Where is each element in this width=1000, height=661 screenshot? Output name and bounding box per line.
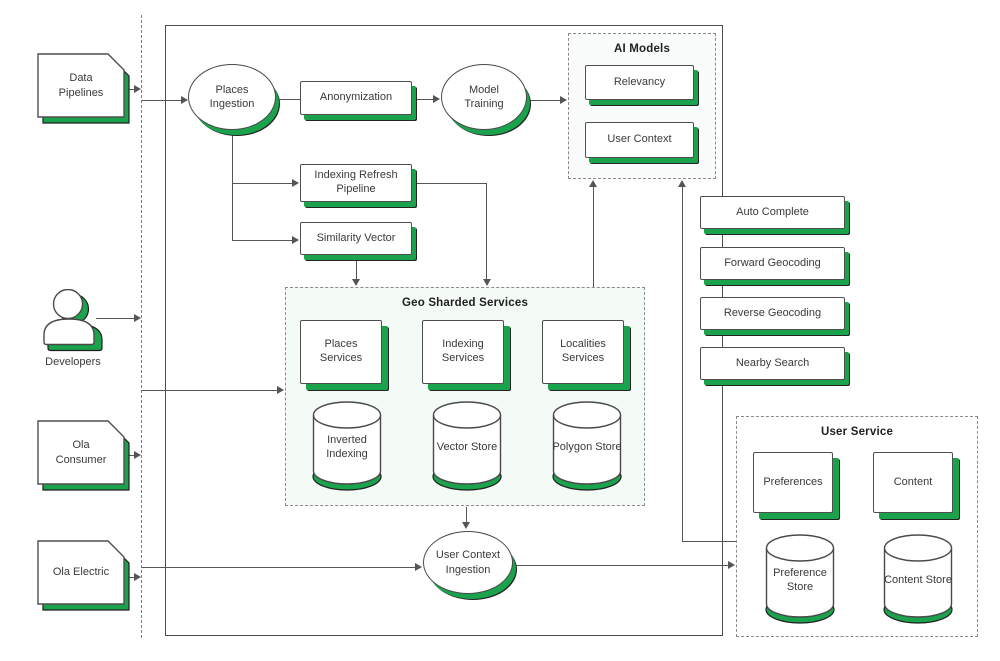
node-label: Places Ingestion bbox=[209, 83, 255, 110]
node-preferences: Preferences bbox=[753, 452, 833, 513]
arrowhead bbox=[433, 95, 440, 103]
node-inverted-indexing-store: Inverted Indexing bbox=[312, 401, 382, 496]
connector-developers-bus bbox=[96, 318, 135, 319]
node-label: Anonymization bbox=[319, 91, 393, 104]
arrowhead bbox=[462, 522, 470, 529]
node-similarity-vector: Similarity Vector bbox=[300, 222, 412, 255]
node-preference-store: Preference Store bbox=[765, 534, 835, 629]
connector-uci-user-service bbox=[513, 565, 729, 566]
connector-similarity-vector-down bbox=[356, 255, 357, 280]
cylinder-shape bbox=[883, 534, 953, 624]
connector-user-service-to-ai-models-horizontal bbox=[682, 541, 736, 542]
developers-icon bbox=[43, 288, 105, 356]
connector-bus-gss bbox=[142, 390, 278, 391]
card-shape bbox=[37, 540, 130, 611]
main-system-boundary bbox=[165, 25, 723, 636]
geo-sharded-services-title: Geo Sharded Services bbox=[401, 297, 529, 309]
node-label: Preferences bbox=[763, 475, 823, 488]
cylinder-shape bbox=[765, 534, 835, 624]
node-data-pipelines: Data Pipelines bbox=[37, 53, 135, 132]
node-reverse-geocoding: Reverse Geocoding bbox=[700, 297, 845, 330]
node-forward-geocoding: Forward Geocoding bbox=[700, 247, 845, 280]
arrowhead bbox=[292, 236, 299, 244]
arrowhead bbox=[292, 179, 299, 187]
arrowhead bbox=[352, 279, 360, 286]
node-vector-store: Vector Store bbox=[432, 401, 502, 496]
connector-to-indexing-refresh bbox=[232, 183, 293, 184]
connector-gss-uci bbox=[466, 507, 467, 523]
node-label: Places Services bbox=[319, 338, 363, 364]
node-user-context: User Context bbox=[585, 122, 694, 158]
node-label: Indexing Services bbox=[441, 338, 485, 364]
node-places-ingestion: Places Ingestion bbox=[188, 64, 276, 130]
node-indexing-services: Indexing Services bbox=[422, 320, 504, 384]
arrowhead bbox=[483, 279, 491, 286]
connector-indexing-refresh-out bbox=[417, 183, 487, 184]
node-label: Auto Complete bbox=[736, 205, 809, 218]
node-label: Model Training bbox=[464, 83, 504, 110]
node-content: Content bbox=[873, 452, 953, 513]
card-shape bbox=[37, 420, 130, 491]
arrowhead bbox=[134, 573, 141, 581]
node-label: Forward Geocoding bbox=[724, 256, 821, 269]
node-ola-electric: Ola Electric bbox=[37, 540, 135, 619]
arrowhead bbox=[589, 180, 597, 187]
node-polygon-store: Polygon Store bbox=[552, 401, 622, 496]
arrowhead bbox=[181, 96, 188, 104]
node-places-services: Places Services bbox=[300, 320, 382, 384]
connector-to-similarity-vector bbox=[232, 240, 293, 241]
node-label: Relevancy bbox=[613, 75, 666, 88]
connector-model-training-ai-models bbox=[527, 100, 561, 101]
connector-indexing-refresh-down bbox=[486, 183, 487, 280]
node-label: Similarity Vector bbox=[316, 231, 396, 244]
arrowhead bbox=[678, 180, 686, 187]
developers-label: Developers bbox=[45, 356, 101, 368]
cylinder-shape bbox=[432, 401, 502, 491]
connector-bus-user-context-ingestion bbox=[142, 567, 416, 568]
arrowhead bbox=[134, 314, 141, 322]
arrowhead bbox=[277, 386, 284, 394]
node-model-training: Model Training bbox=[441, 64, 527, 130]
user-service-title: User Service bbox=[820, 426, 894, 438]
ingress-bus-dashed-line bbox=[141, 15, 142, 638]
node-user-context-ingestion: User Context Ingestion bbox=[423, 531, 513, 594]
arrowhead bbox=[134, 85, 141, 93]
node-label: User Context bbox=[607, 133, 672, 146]
node-label: Indexing Refresh Pipeline bbox=[314, 169, 398, 195]
connector-bus-places-ingestion bbox=[142, 100, 182, 101]
node-localities-services: Localities Services bbox=[542, 320, 624, 384]
node-content-store: Content Store bbox=[883, 534, 953, 629]
cylinder-shape bbox=[552, 401, 622, 491]
ai-models-title: AI Models bbox=[613, 43, 671, 55]
node-label: Nearby Search bbox=[735, 356, 810, 369]
card-shape bbox=[37, 53, 130, 124]
node-nearby-search: Nearby Search bbox=[700, 347, 845, 380]
node-auto-complete: Auto Complete bbox=[700, 196, 845, 229]
arrowhead bbox=[560, 96, 567, 104]
node-label: Reverse Geocoding bbox=[723, 306, 822, 319]
node-label: User Context Ingestion bbox=[435, 549, 501, 576]
node-indexing-refresh-pipeline: Indexing Refresh Pipeline bbox=[300, 164, 412, 202]
arrowhead bbox=[415, 563, 422, 571]
cylinder-shape bbox=[312, 401, 382, 491]
node-ola-consumer: Ola Consumer bbox=[37, 420, 135, 499]
connector-anonymization-model-training bbox=[417, 99, 434, 100]
connector-user-service-to-ai-models-vertical bbox=[682, 186, 683, 541]
node-label: Content bbox=[893, 475, 933, 488]
arrowhead bbox=[134, 451, 141, 459]
connector-places-ingestion-anonymization bbox=[276, 99, 300, 100]
node-relevancy: Relevancy bbox=[585, 65, 694, 100]
node-anonymization: Anonymization bbox=[300, 81, 412, 115]
node-label: Localities Services bbox=[560, 338, 606, 364]
arrowhead bbox=[728, 561, 735, 569]
connector-gss-to-ai-models bbox=[593, 186, 594, 287]
connector-places-ingestion-drop bbox=[232, 131, 233, 241]
